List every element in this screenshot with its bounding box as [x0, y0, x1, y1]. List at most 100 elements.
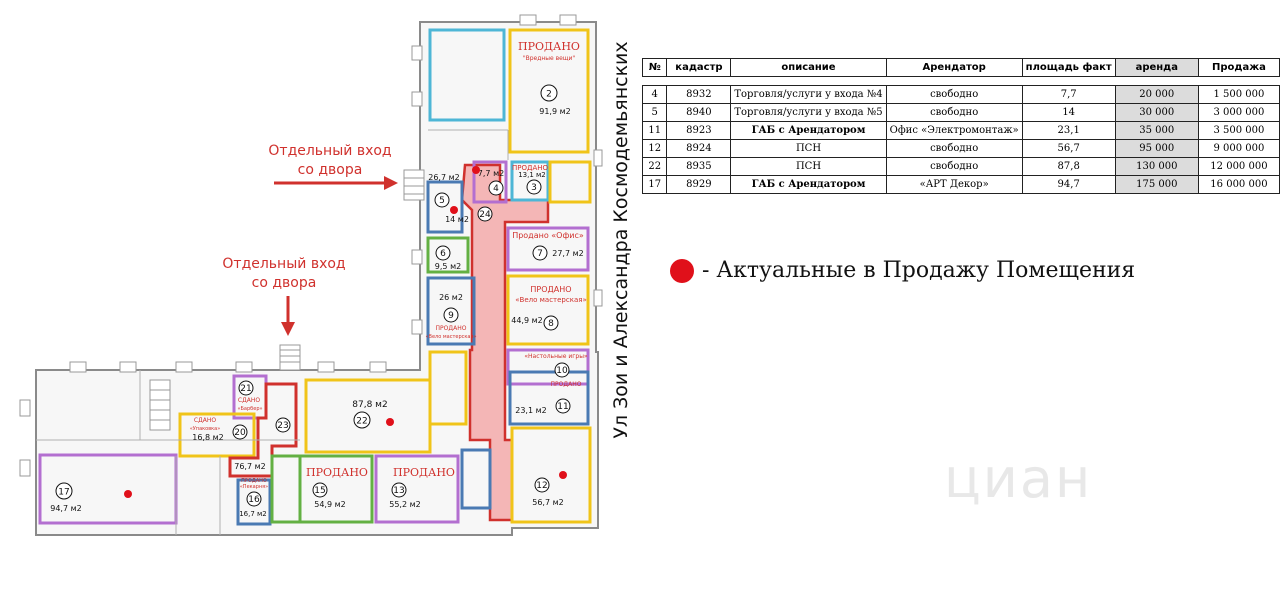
- room-11-number: 11: [557, 402, 568, 412]
- room-8-status: ПРОДАНО: [530, 285, 571, 294]
- room-2-status: ПРОДАНО: [518, 40, 580, 53]
- table-cell: ПСН: [730, 139, 887, 158]
- table-cell: Торговля/услуги у входа №4: [730, 85, 887, 104]
- room-12-area: 56,7 м2: [532, 498, 563, 507]
- room-7-status: Продано «Офис»: [512, 231, 584, 240]
- table-cell: 7,7: [1021, 85, 1116, 104]
- table-cell: 14: [1021, 103, 1116, 122]
- room-13-status: ПРОДАНО: [393, 466, 455, 479]
- room-16-status: ПРОДАНО: [241, 478, 267, 484]
- room-right-19: [548, 160, 592, 204]
- room-11-area: 23,1 м2: [515, 406, 546, 415]
- room-10-tenant: «Настольные игры»: [524, 353, 588, 360]
- room-6: [426, 236, 470, 274]
- room-4-area: 7,7 м2: [478, 169, 504, 178]
- room-green-5: [270, 454, 302, 524]
- room-4-number: 4: [493, 184, 499, 194]
- header-area: площадь факт: [1021, 58, 1116, 77]
- building-outline: [35, 21, 599, 536]
- table-cell: 30 000: [1114, 103, 1199, 122]
- table-gap: [643, 77, 1280, 86]
- room-5-number: 5: [439, 196, 445, 206]
- table-cell: 5: [641, 103, 668, 122]
- room-20-status: СДАНО: [194, 417, 216, 424]
- table-cell: 20 000: [1114, 85, 1199, 104]
- room-20: [178, 412, 256, 458]
- table-cell: 3 500 000: [1197, 121, 1280, 140]
- table-cell: Торговля/услуги у входа №5: [730, 103, 887, 122]
- table-cell: 8935: [666, 157, 732, 176]
- room-8-number: 8: [548, 319, 554, 329]
- room-12: [510, 426, 592, 524]
- table-cell: 11: [641, 121, 668, 140]
- room-10-number: 10: [556, 366, 568, 376]
- room-10-status: ПРОДАНО: [551, 381, 582, 388]
- cian-watermark: циан: [944, 447, 1093, 510]
- room-23-area: 76,7 м2: [234, 462, 265, 471]
- room-15-area: 54,9 м2: [314, 500, 345, 509]
- table-cell: 22: [641, 157, 668, 176]
- table-cell: 3 000 000: [1197, 103, 1280, 122]
- room-22-number: 22: [356, 417, 367, 427]
- room-2-tenant: "Вредные вещи": [523, 55, 576, 62]
- red-dot-icon: [670, 258, 694, 283]
- room-17-number: 17: [58, 488, 69, 498]
- table-cell: 8924: [666, 139, 732, 158]
- room-6-number: 6: [440, 249, 446, 259]
- room-20-number: 20: [234, 428, 246, 438]
- room-4: [472, 160, 508, 204]
- room-21-number: 21: [240, 384, 251, 394]
- room-6-area: 9,5 м2: [435, 262, 461, 271]
- table-cell: 8932: [666, 85, 732, 104]
- room-20-tenant: «Упаковка»: [190, 426, 221, 432]
- street-label: Ул Зои и Александра Космодемьянских: [610, 41, 632, 439]
- available-dot-17: [124, 490, 132, 498]
- windows: [19, 14, 603, 477]
- table-cell: 95 000: [1114, 139, 1199, 158]
- room-22: [304, 378, 432, 454]
- room-16-tenant: «Пекарня»: [240, 484, 269, 490]
- room-24-number: 24: [479, 210, 491, 220]
- table-cell: Офис «Электромонтаж»: [885, 121, 1023, 140]
- room-2: [508, 28, 590, 154]
- table-cell: свободно: [885, 157, 1023, 176]
- table-cell: 35 000: [1114, 121, 1199, 140]
- header-sale: Продажа: [1197, 58, 1280, 77]
- header-num: №: [641, 58, 668, 77]
- room-labels: ПРОДАНО "Вредные вещи" 2 91,9 м2 ПРОДАНО…: [50, 40, 588, 518]
- room-16: [236, 478, 272, 526]
- table-cell: 94,7: [1021, 175, 1116, 194]
- room-16-area: 16,7 м2: [239, 510, 267, 518]
- room-3-status: ПРОДАНО: [512, 164, 549, 172]
- room-24-area: 26,7 м2: [428, 173, 459, 182]
- table-cell: свободно: [885, 103, 1023, 122]
- room-7-area: 27,7 м2: [552, 249, 583, 258]
- room-21-status: СДАНО: [238, 397, 260, 404]
- available-dot-12: [559, 471, 567, 479]
- room-3-number: 3: [531, 183, 537, 193]
- entrance-label-2: Отдельный вход со двора: [222, 256, 346, 291]
- header-rent: аренда: [1114, 58, 1199, 77]
- table-cell: ГАБ с Арендатором: [730, 175, 887, 194]
- room-23: [228, 382, 298, 478]
- available-dot-5: [450, 206, 458, 214]
- table-cell: 8923: [666, 121, 732, 140]
- room-13-area: 55,2 м2: [389, 500, 420, 509]
- table-cell: 1 500 000: [1197, 85, 1280, 104]
- table-cell: 8940: [666, 103, 732, 122]
- room-13-number: 13: [393, 486, 404, 496]
- available-dots: [124, 166, 567, 498]
- room-23-number: 23: [277, 421, 288, 431]
- room-16-number: 16: [248, 495, 260, 505]
- room-20-area: 16,8 м2: [192, 433, 223, 442]
- room-9-area: 26 м2: [439, 293, 463, 302]
- room-11: [508, 370, 590, 426]
- room-13: [374, 454, 460, 524]
- room-15-number: 15: [314, 486, 325, 496]
- table-cell: 87,8: [1021, 157, 1116, 176]
